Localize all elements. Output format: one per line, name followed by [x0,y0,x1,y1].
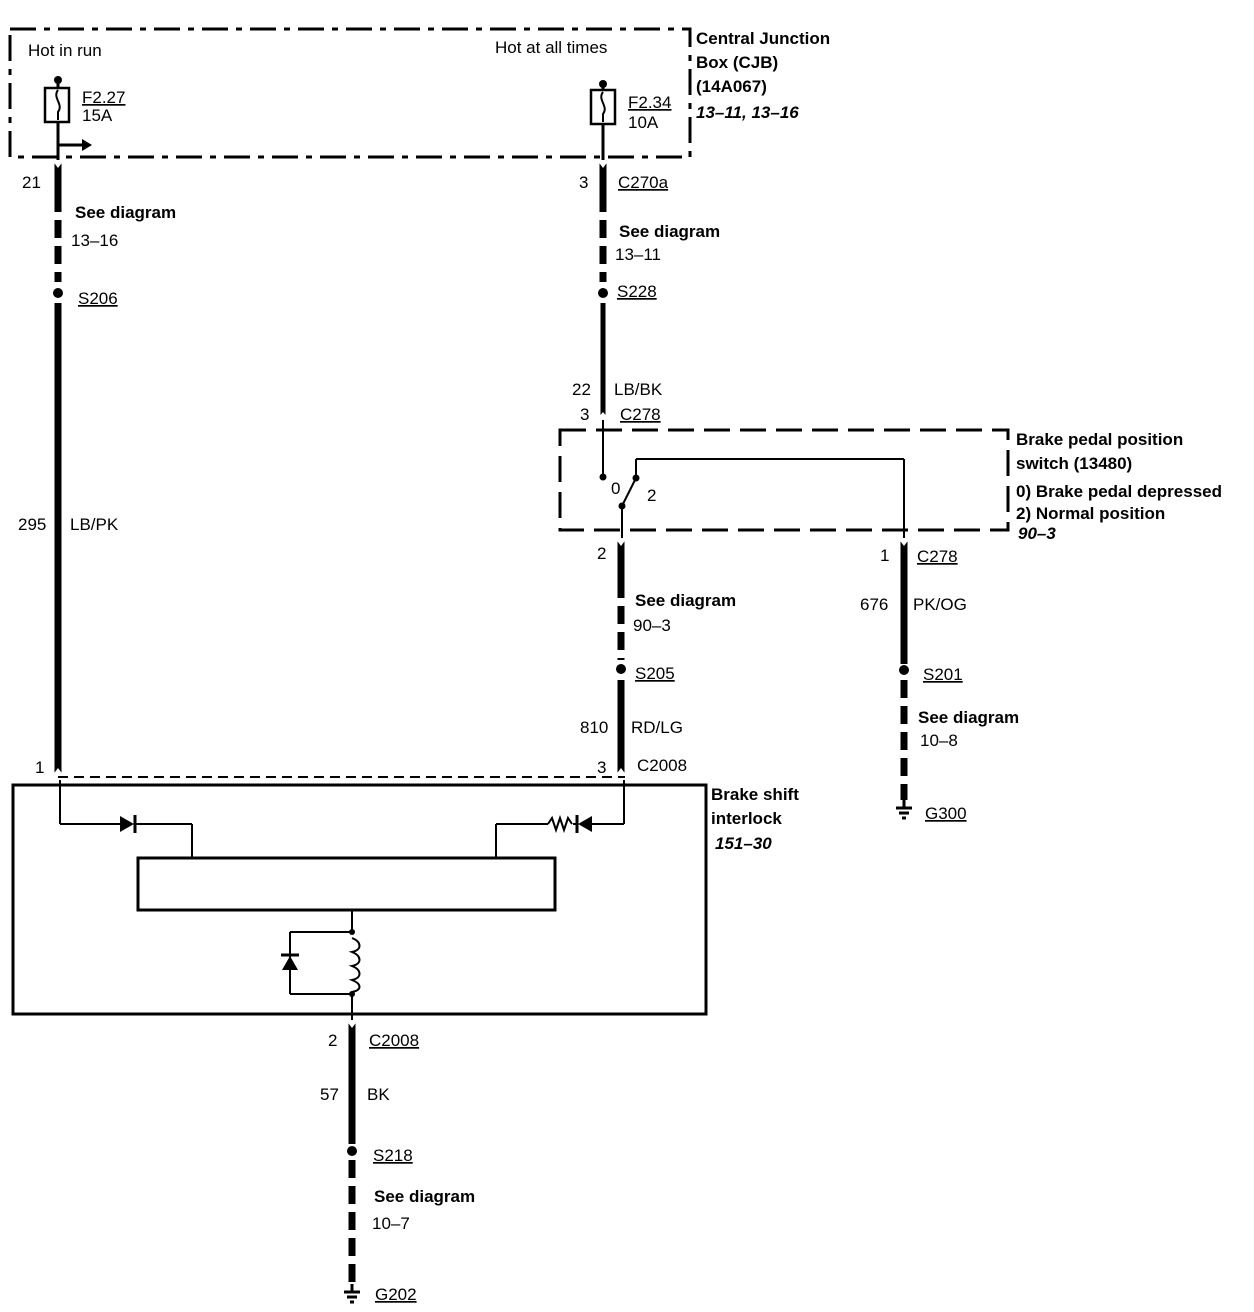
right-pin-top: 3 [579,173,588,192]
right-connector-c278: C278 [620,405,661,424]
mid-pin-top: 2 [597,544,606,563]
mid-wire-num: 810 [580,718,608,737]
fuse-right-icon [589,80,617,160]
gnd-right-see-diagram-ref: 10–8 [920,731,958,750]
left-splice: S206 [78,289,118,308]
bottom-pin-top: 2 [328,1031,337,1050]
bottom-wire-num: 57 [320,1085,339,1104]
mid-pin-bottom: 3 [597,758,606,777]
switch-title-line1: Brake pedal position [1016,430,1183,449]
right-pin-c278: 3 [580,405,589,424]
gnd-right-connector-top: C278 [917,547,958,566]
gnd-right-wire-color: PK/OG [913,595,967,614]
switch-ref: 90–3 [1018,524,1056,543]
left-pin-bottom: 1 [35,758,44,777]
left-pin-top: 21 [22,173,41,192]
fuse-right-name: F2.34 [628,93,671,112]
switch-pos0: 0 [611,479,620,498]
cjb-box [8,27,692,159]
interlock-box [11,783,708,1016]
brake-switch-icon [599,420,905,538]
switch-title-line2: switch (13480) [1016,454,1132,473]
brake-switch-box [558,428,1010,532]
fuse-left-name: F2.27 [82,88,125,107]
switch-state2: 2) Normal position [1016,504,1165,523]
bottom-see-diagram-ref: 10–7 [372,1214,410,1233]
right-wire-color: LB/BK [614,380,663,399]
interlock-ref: 151–30 [715,834,772,853]
cjb-title-line3: (14A067) [696,77,767,96]
right-see-diagram-ref: 13–11 [615,245,661,264]
switch-pos2: 2 [647,486,656,505]
interlock-internals [59,780,625,1020]
left-wire-num: 295 [18,515,46,534]
switch-state0: 0) Brake pedal depressed [1016,482,1222,501]
cjb-refs: 13–11, 13–16 [696,103,799,122]
right-see-diagram: See diagram [619,222,720,241]
cjb-title-line1: Central Junction [696,29,830,48]
bottom-splice: S218 [373,1146,413,1165]
mid-splice: S205 [635,664,675,683]
interlock-title-line1: Brake shift [711,785,799,804]
right-connector-top: C270a [618,173,669,192]
gnd-right-splice: S201 [923,665,963,684]
mid-connector-bottom: C2008 [637,756,687,775]
bottom-see-diagram: See diagram [374,1187,475,1206]
ground-wire-right [896,538,912,820]
fuse-left-icon [43,76,92,160]
hot-at-all-times-label: Hot at all times [495,38,607,57]
gnd-right-pin-top: 1 [880,546,889,565]
bottom-ground: G202 [375,1285,417,1304]
right-wire-num: 22 [572,380,591,399]
mid-see-diagram: See diagram [635,591,736,610]
gnd-right-see-diagram: See diagram [918,708,1019,727]
left-wire [52,160,64,776]
interlock-title-line2: interlock [711,809,782,828]
hot-in-run-label: Hot in run [28,41,102,60]
mid-see-diagram-ref: 90–3 [633,616,671,635]
right-wire-top [597,160,609,418]
fuse-left-rating: 15A [82,106,113,125]
gnd-right-ground: G300 [925,804,967,823]
bottom-wire [344,1020,360,1304]
right-splice: S228 [617,282,657,301]
gnd-right-wire-num: 676 [860,595,888,614]
left-see-diagram-ref: 13–16 [71,231,118,250]
mid-wire [615,538,627,776]
bottom-wire-color: BK [367,1085,390,1104]
mid-wire-color: RD/LG [631,718,683,737]
fuse-right-rating: 10A [628,113,659,132]
cjb-title-line2: Box (CJB) [696,53,778,72]
bottom-connector-top: C2008 [369,1031,419,1050]
left-wire-color: LB/PK [70,515,119,534]
left-see-diagram: See diagram [75,203,176,222]
